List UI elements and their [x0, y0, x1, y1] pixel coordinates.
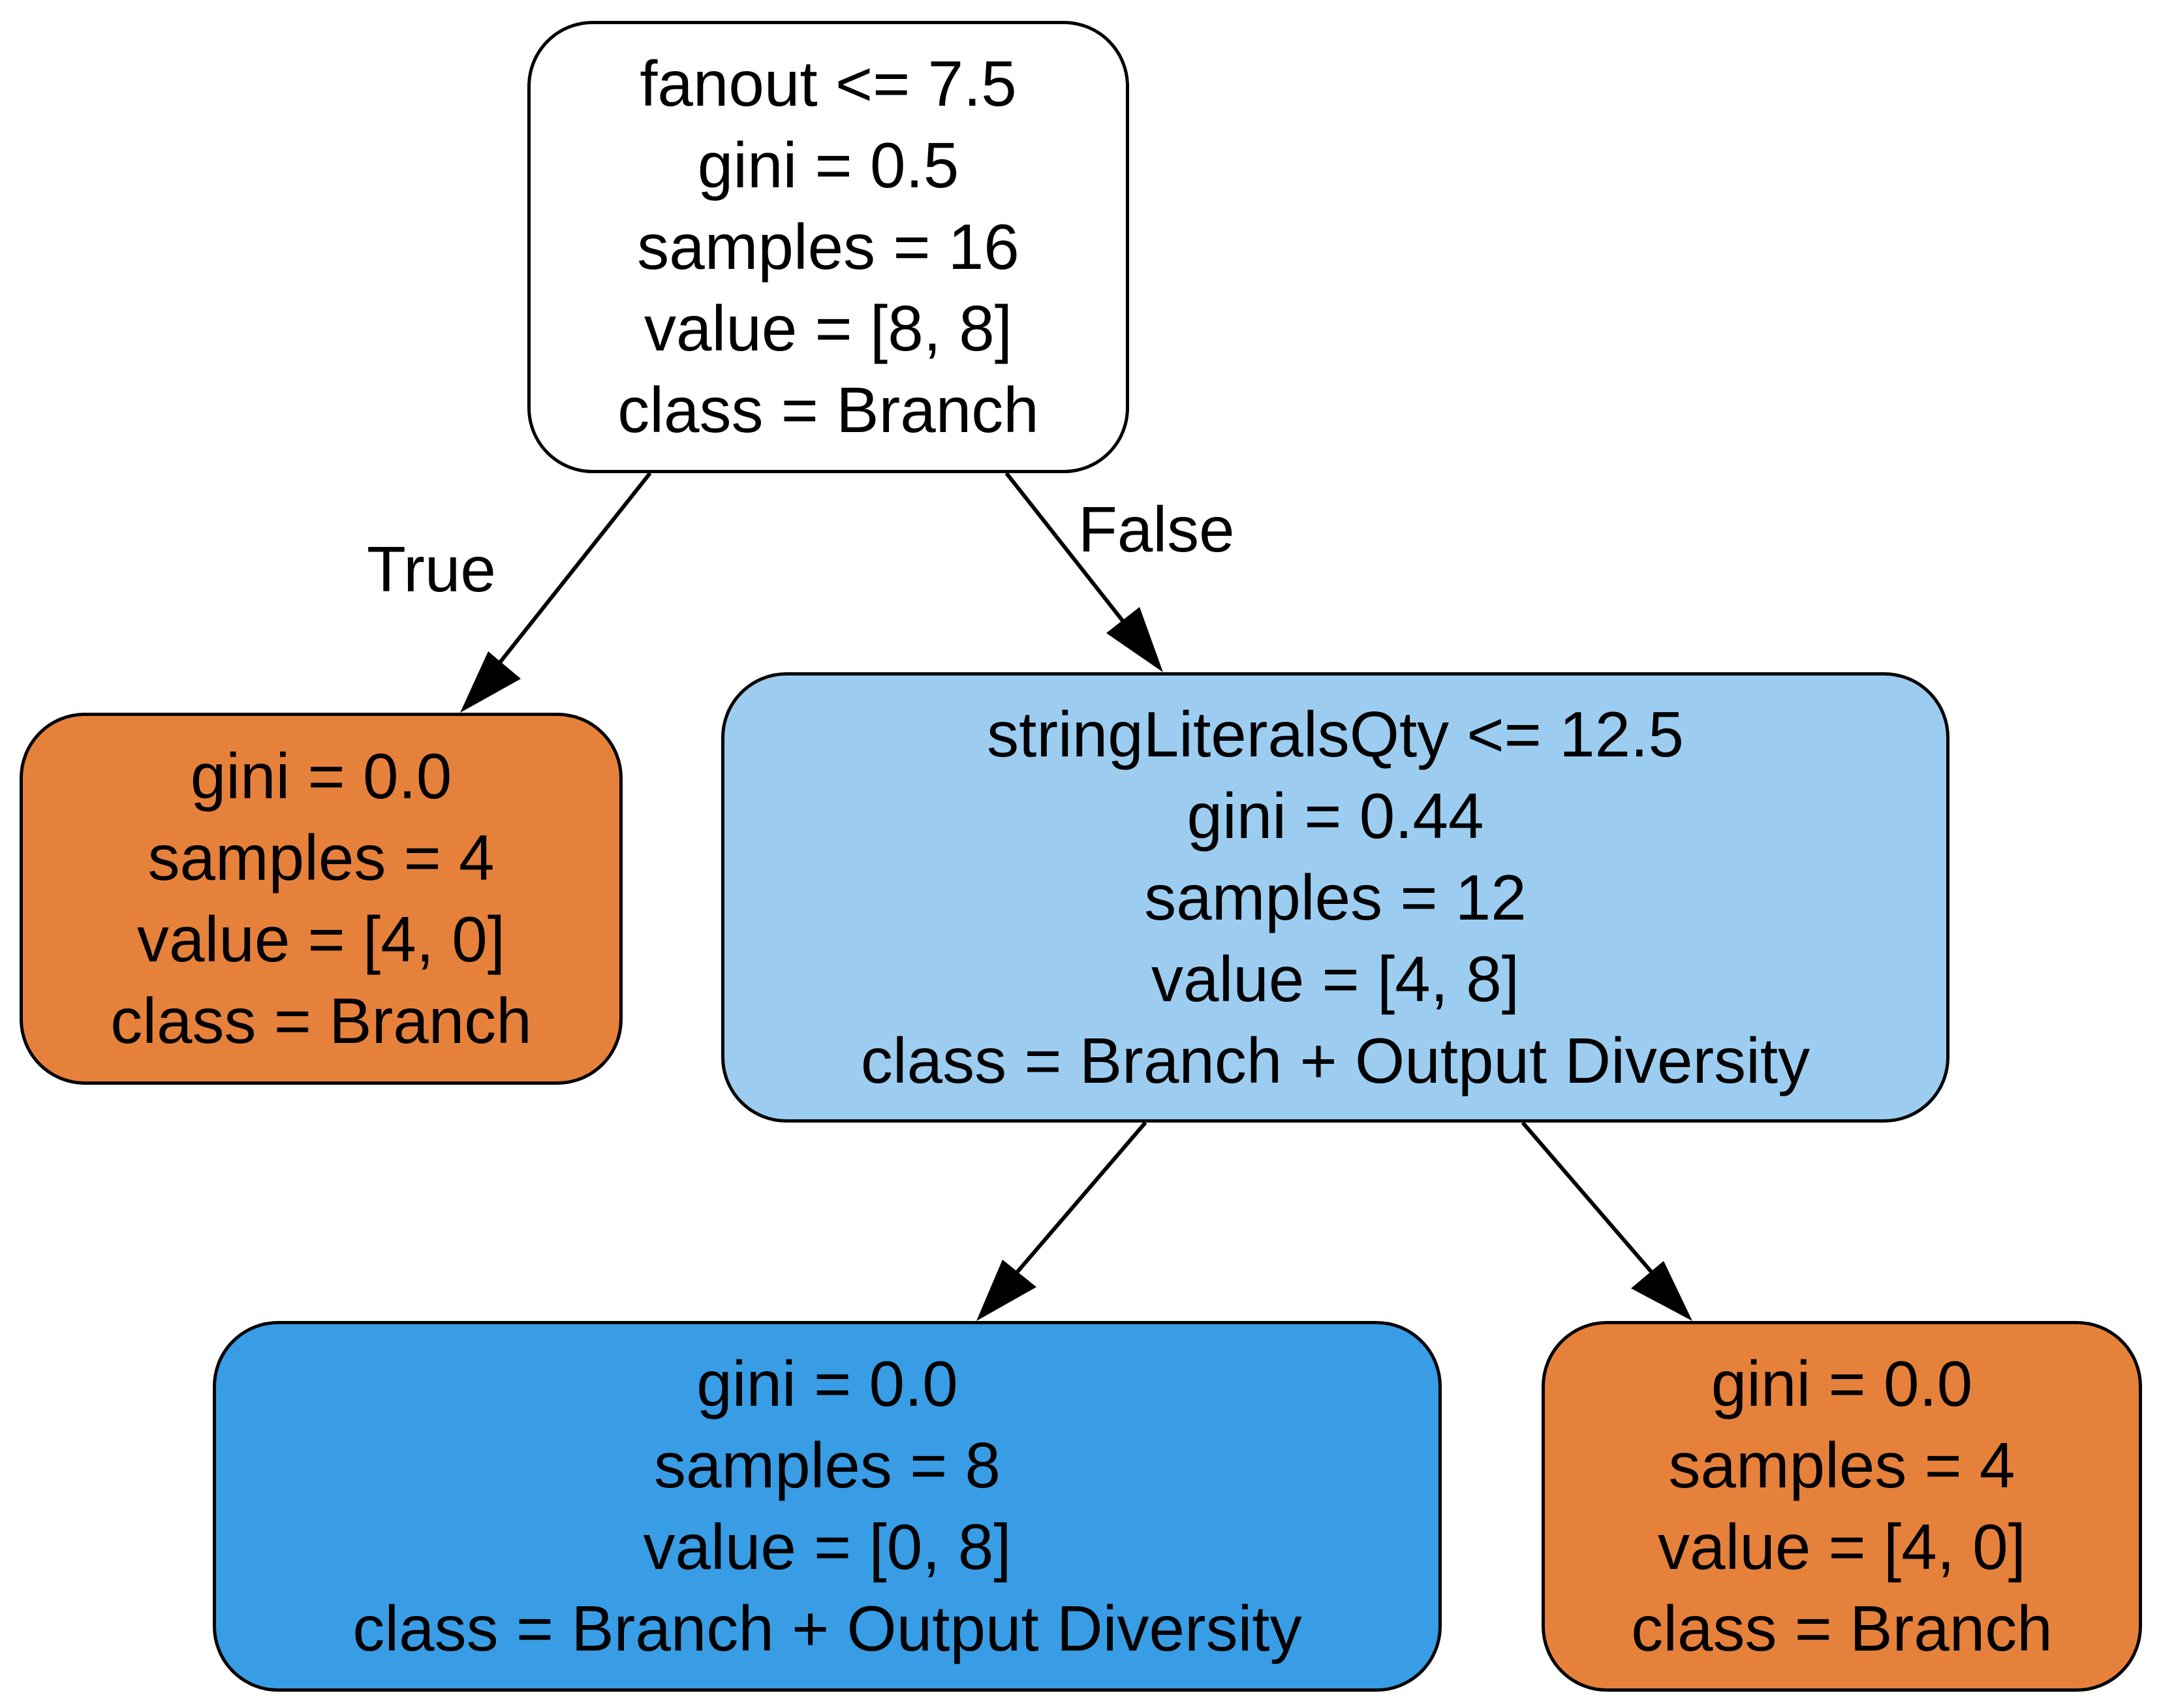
edge-label-false: False [1078, 493, 1235, 565]
edge-root-to-right-split [1004, 472, 1163, 672]
bottom-left-leaf-node: gini = 0.0 samples = 8 value = [0, 8] cl… [213, 1321, 1442, 1692]
node-text-line: gini = 0.5 [697, 129, 959, 201]
bottom-right-leaf-node: gini = 0.0 samples = 4 value = [4, 0] cl… [1542, 1321, 2142, 1692]
right-split-node: stringLiteralsQty <= 12.5 gini = 0.44 sa… [721, 672, 1949, 1123]
left-leaf-node: gini = 0.0 samples = 4 value = [4, 0] cl… [20, 713, 623, 1085]
root-node: fanout <= 7.5 gini = 0.5 samples = 16 va… [527, 21, 1129, 473]
node-text-line: gini = 0.0 [1711, 1348, 1973, 1420]
node-text-line: gini = 0.44 [1187, 779, 1484, 852]
node-text-line: samples = 16 [637, 211, 1019, 283]
node-text-line: class = Branch + Output Diversity [860, 1024, 1810, 1096]
edge-root-to-left-leaf [460, 472, 652, 713]
node-text-line: samples = 4 [148, 822, 495, 893]
node-text-line: gini = 0.0 [190, 740, 452, 812]
node-text-line: class = Branch [617, 374, 1039, 446]
node-text-line: samples = 8 [653, 1429, 1001, 1501]
node-text-line: fanout <= 7.5 [640, 48, 1017, 119]
node-text-line: stringLiteralsQty <= 12.5 [987, 698, 1684, 770]
node-text-line: value = [8, 8] [644, 292, 1012, 364]
node-text-line: samples = 12 [1144, 861, 1527, 933]
node-text-line: gini = 0.0 [696, 1348, 958, 1420]
edge-right-split-to-bottom-right [1521, 1121, 1692, 1321]
edge-label-true: True [367, 533, 496, 605]
node-text-line: value = [4, 0] [137, 903, 505, 975]
node-text-line: value = [4, 0] [1658, 1511, 2026, 1583]
node-text-line: class = Branch [110, 985, 532, 1057]
node-text-line: value = [0, 8] [643, 1511, 1012, 1583]
node-text-line: samples = 4 [1668, 1429, 2015, 1501]
edge-right-split-to-bottom-left [976, 1121, 1147, 1321]
node-text-line: class = Branch + Output Diversity [352, 1592, 1302, 1664]
node-text-line: class = Branch [1631, 1592, 2053, 1664]
node-text-line: value = [4, 8] [1151, 942, 1519, 1015]
